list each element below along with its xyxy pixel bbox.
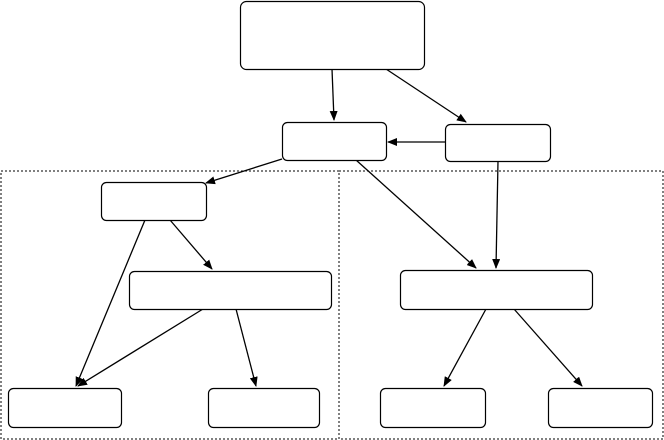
node-right-wide (399, 269, 594, 311)
node-box (100, 181, 208, 222)
arrow-mid-left-to-right-wide (355, 159, 477, 269)
node-box (239, 0, 426, 71)
arrow-root-to-mid-right (385, 68, 467, 123)
arrow-right-wide-to-right-bottom-2 (513, 308, 583, 387)
node-box (7, 387, 123, 429)
node-box (399, 269, 594, 311)
node-box (444, 123, 552, 163)
arrow-left-top-to-left-wide (169, 219, 213, 270)
arrow-left-top-to-left-bottom-1 (75, 219, 146, 387)
arrow-mid-right-to-right-wide (492, 160, 501, 269)
node-box (281, 121, 388, 162)
right-region-group (338, 170, 664, 440)
node-right-bottom-2 (547, 387, 654, 429)
node-box (207, 387, 321, 429)
node-left-bottom-1 (7, 387, 123, 429)
node-left-bottom-2 (207, 387, 321, 429)
arrow-left-wide-to-left-bottom-1 (77, 308, 204, 387)
node-box (379, 387, 487, 429)
node-root (239, 0, 426, 71)
node-left-wide (128, 270, 333, 311)
arrow-right-wide-to-right-bottom-1 (443, 308, 487, 387)
arrow-mid-left-to-left-top (205, 158, 283, 185)
node-left-top (100, 181, 208, 222)
node-box (128, 270, 333, 311)
node-box (547, 387, 654, 429)
arrow-root-to-mid-left (329, 68, 338, 121)
arrow-left-wide-to-left-bottom-2 (235, 308, 258, 387)
node-mid-right (444, 123, 552, 163)
node-mid-left (281, 121, 388, 162)
node-right-bottom-1 (379, 387, 487, 429)
